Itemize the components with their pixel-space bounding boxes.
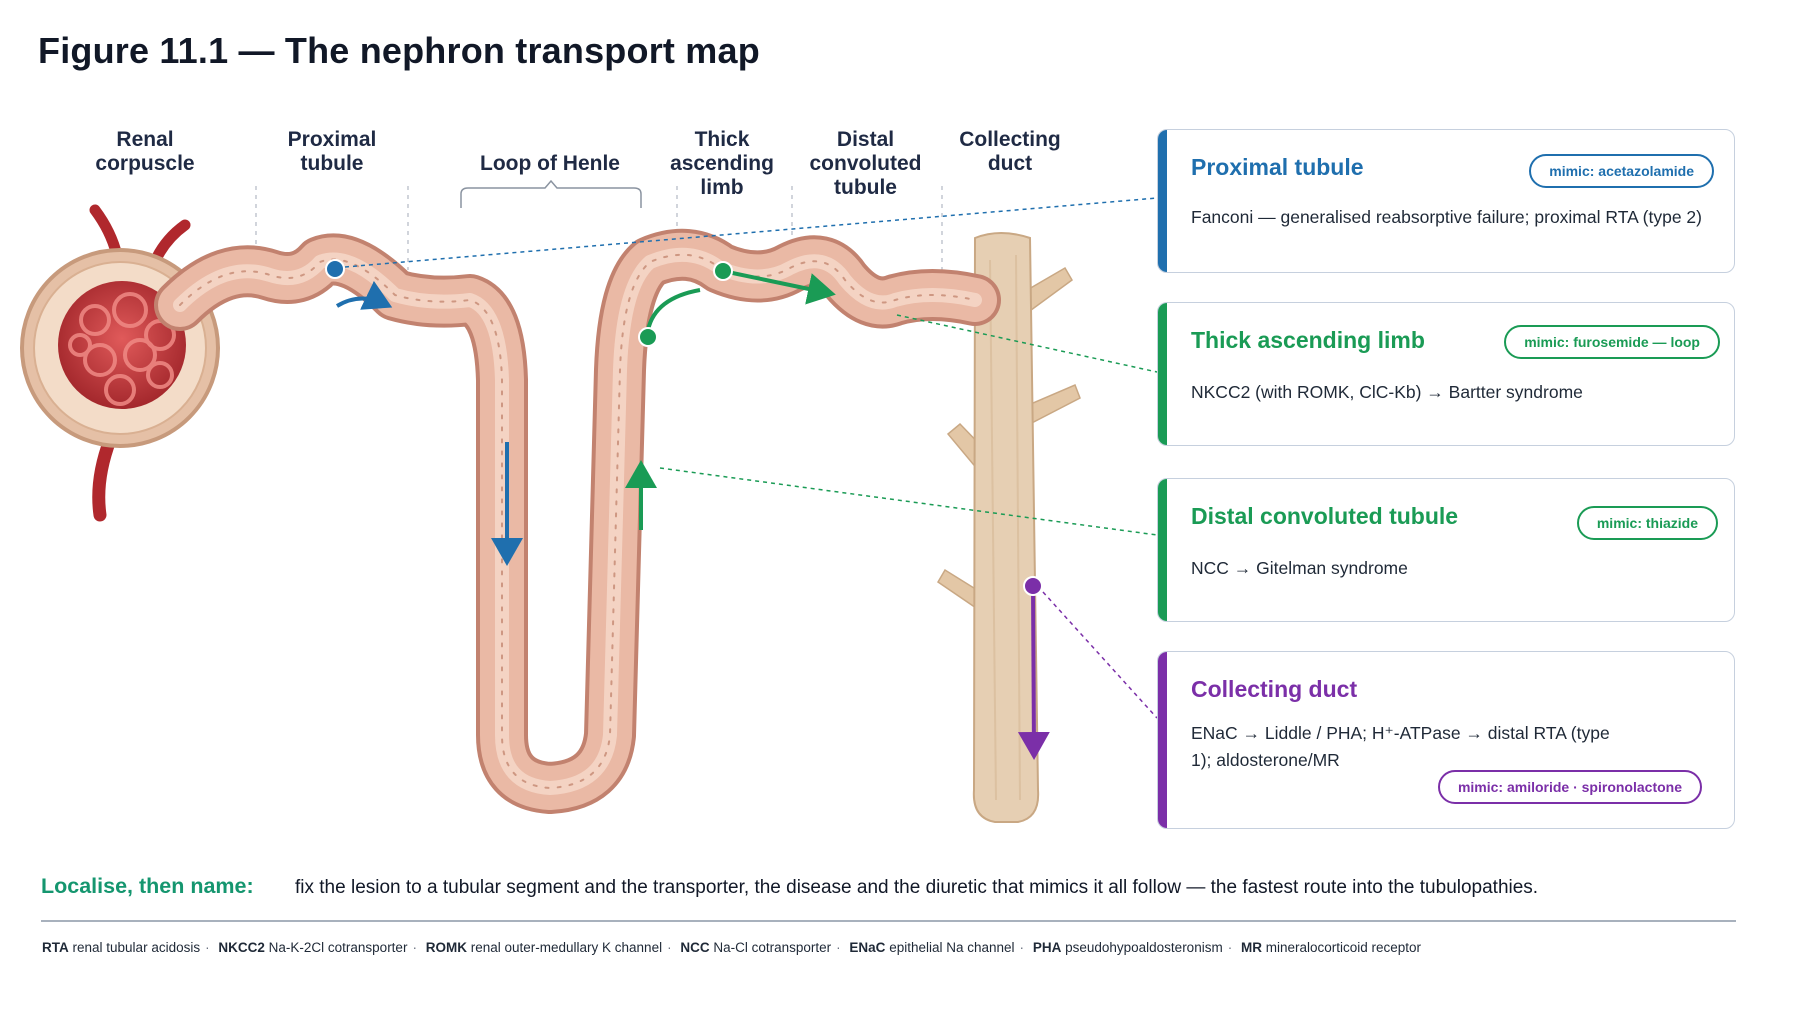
collecting-duct-arrow: [1017, 585, 1050, 760]
renal-corpuscle-shape: [20, 204, 220, 522]
card-distal-convoluted-tubule: Distal convoluted tubule mimic: thiazide…: [1157, 478, 1735, 622]
mimic-pill: mimic: thiazide: [1576, 506, 1718, 540]
collecting-duct-shape: [936, 232, 1081, 823]
collecting-duct-marker: [1023, 576, 1043, 596]
card-title: Proximal tubule: [1191, 154, 1364, 180]
segment-label-loop-of-henle: Loop of Henle: [480, 152, 620, 175]
card-title: Thick ascending limb: [1191, 327, 1425, 353]
abbreviation-item: RTA renal tubular acidosis: [42, 940, 201, 955]
abbreviation-item: ENaC epithelial Na channel: [849, 940, 1015, 955]
nephron-tubule: [154, 228, 1001, 814]
summary-text: fix the lesion to a tubular segment and …: [295, 877, 1539, 898]
segment-label-distal-convoluted-tubule: Distal convoluted tubule: [809, 128, 922, 199]
loop-of-henle-bracket: [460, 179, 642, 208]
summary-lead: Localise, then name:: [41, 874, 254, 898]
card-body: NKCC2 (with ROMK, ClC-Kb) → Bartter synd…: [1191, 382, 1583, 402]
mimic-pill: mimic: amiloride · spironolactone: [1437, 770, 1702, 804]
abbreviation-row: RTA renal tubular acidosis· NKCC2 Na-K-2…: [42, 940, 1422, 955]
cd-flow-arrows: [1017, 585, 1050, 760]
card-title: Distal convoluted tubule: [1191, 503, 1459, 529]
proximal-flow-arrow: [335, 280, 393, 310]
segment-label-renal-corpuscle: Renal corpuscle: [95, 128, 195, 175]
card-accent-bar: [1158, 652, 1167, 828]
card-title: Collecting duct: [1191, 676, 1358, 702]
leader-lines: [344, 197, 1158, 719]
figure-title: Figure 11.1 — The nephron transport map: [38, 30, 760, 71]
card-proximal-tubule: Proximal tubule mimic: acetazolamide Fan…: [1157, 129, 1735, 273]
card-body: NCC → Gitelman syndrome: [1191, 558, 1408, 578]
card-body: Fanconi — generalised reabsorptive failu…: [1191, 207, 1702, 227]
abbreviation-item: MR mineralocorticoid receptor: [1240, 940, 1422, 955]
segment-label-collecting-duct: Collecting duct: [959, 128, 1061, 175]
proximal-flow-arrows: [335, 280, 523, 566]
segment-label-thick-ascending-limb: Thick ascending limb: [670, 128, 774, 199]
card-accent-bar: [1158, 303, 1167, 445]
tal-curve-arrow: [646, 288, 701, 331]
card-body: ENaC → Liddle / PHA; H⁺-ATPase → distal …: [1191, 723, 1610, 770]
footer-divider: [41, 920, 1736, 922]
mimic-pill: mimic: furosemide — loop: [1504, 325, 1720, 359]
abbreviation-item: PHA pseudohypoaldosteronism: [1032, 940, 1223, 955]
card-collecting-duct: Collecting duct ENaC → Liddle / PHA; H⁺-…: [1157, 651, 1735, 829]
abbreviation-item: NCC Na-Cl cotransporter: [680, 940, 832, 955]
card-thick-ascending-limb: Thick ascending limb mimic: furosemide —…: [1157, 302, 1735, 446]
card-accent-bar: [1158, 130, 1167, 272]
mimic-pill: mimic: acetazolamide: [1529, 154, 1714, 188]
segment-label-proximal-tubule: Proximal tubule: [287, 128, 377, 175]
abbreviation-item: NKCC2 Na-K-2Cl cotransporter: [218, 940, 408, 955]
thick-ascending-limb-marker: [638, 327, 658, 347]
card-accent-bar: [1158, 479, 1167, 621]
proximal-tubule-marker: [325, 259, 345, 279]
abbreviation-item: ROMK renal outer-medullary K channel: [425, 940, 663, 955]
dct-flow-arrow: [722, 269, 836, 305]
tal-flow-arrows: [625, 269, 836, 530]
distal-convoluted-tubule-marker: [713, 261, 733, 281]
